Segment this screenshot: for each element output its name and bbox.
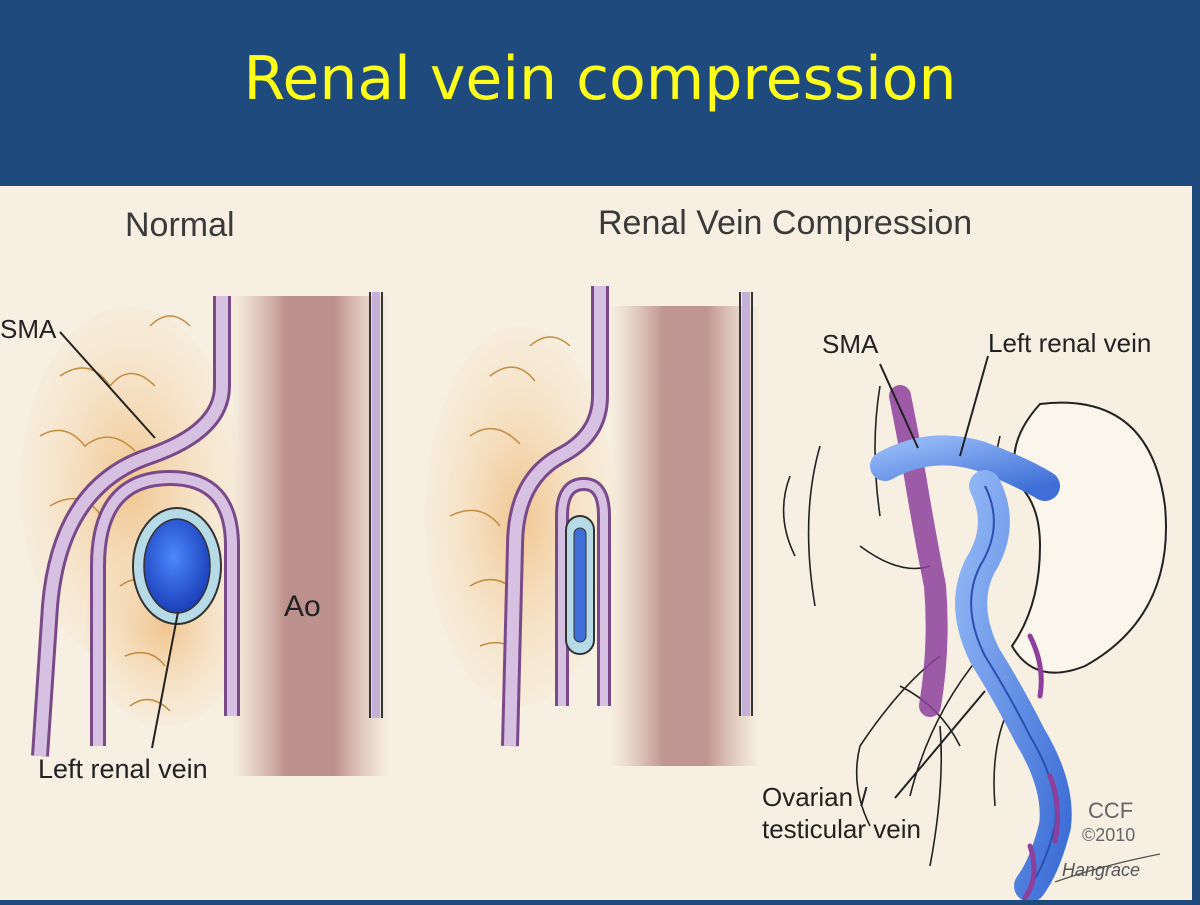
anatomy-illustration: Normal Renal Vein Compression — [0, 186, 1200, 902]
normal-sma-label: SMA — [0, 314, 57, 344]
credit-year: ©2010 — [1082, 825, 1135, 845]
compression-aorta-shadow — [610, 306, 760, 766]
artist-signature: Hangrace — [1062, 860, 1140, 880]
normal-left-renal-vein-label: Left renal vein — [38, 754, 208, 784]
illustration-svg: Normal Renal Vein Compression — [0, 186, 1200, 902]
normal-left-renal-vein — [143, 518, 211, 614]
normal-aorta-shadow — [230, 296, 390, 776]
aorta-label: Ao — [284, 590, 321, 623]
collateral-vessels — [1022, 633, 1061, 901]
compression-sma-inner — [504, 286, 606, 747]
normal-sma-leader — [59, 331, 156, 439]
credit-ccf: CCF — [1088, 798, 1133, 823]
compression-fat-lobules — [449, 336, 571, 657]
compression-cross-section — [425, 286, 760, 766]
ovarian-label-line1: Ovarian / — [762, 782, 868, 812]
renal-vein-leader-right — [959, 355, 989, 457]
normal-vein-leader — [151, 611, 179, 749]
sma-leader-right — [879, 363, 919, 449]
ovarian-leader — [894, 690, 986, 799]
left-renal-vein-dilated — [870, 435, 1060, 501]
normal-heading: Normal — [125, 206, 235, 244]
signature-flourish — [1054, 853, 1161, 883]
compression-anatomy: SMA Left renal vein Ovarian / testicular… — [762, 328, 1167, 902]
slide-title: Renal vein compression — [243, 44, 957, 114]
normal-loop-inner — [93, 472, 237, 746]
compressed-vein — [573, 527, 587, 643]
sma-label-right: SMA — [822, 329, 879, 359]
right-edge — [1192, 186, 1200, 900]
compression-heading: Renal Vein Compression — [598, 204, 972, 242]
normal-panel: SMA Ao Left renal vein — [0, 292, 390, 784]
left-renal-vein-label-right: Left renal vein — [988, 328, 1151, 358]
compression-loop-inner — [558, 479, 608, 706]
ovarian-label-line2: testicular vein — [762, 814, 921, 844]
normal-sma-inner — [34, 296, 228, 757]
title-bar: Renal vein compression — [0, 0, 1200, 186]
